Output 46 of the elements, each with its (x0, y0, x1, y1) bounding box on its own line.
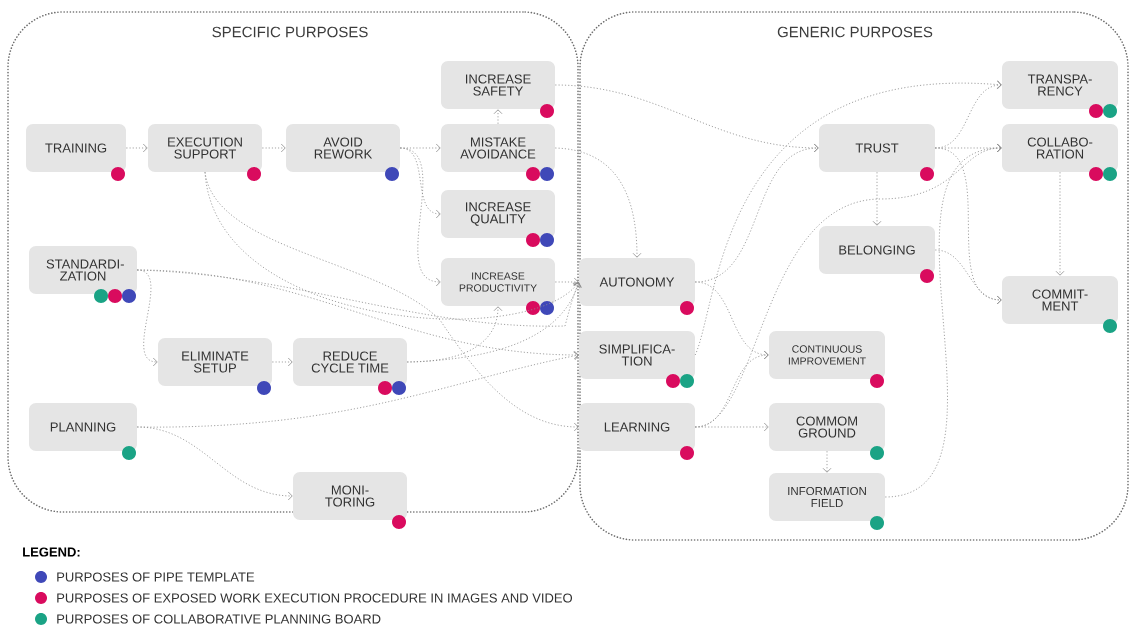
arrow (822, 450, 832, 473)
arrow (399, 147, 441, 219)
purpose-box: TRAINING (26, 124, 126, 172)
purpose-box: COMMIT- MENT (1002, 276, 1118, 324)
arrow (399, 147, 441, 287)
purpose-box: ELIMINATE SETUP (158, 338, 272, 386)
arrow (125, 143, 148, 153)
purpose-box: INCREASE QUALITY (441, 190, 555, 238)
purpose-box: INCREASE PRODUCTIVITY (441, 258, 555, 306)
purpose-box: COMMOM GROUND (769, 403, 885, 451)
legend-title: LEGEND: (23, 547, 80, 557)
arrow (554, 277, 579, 287)
purpose-box: AUTONOMY (579, 258, 695, 306)
purpose-box: PLANNING (29, 403, 137, 451)
arrow (493, 109, 503, 125)
purpose-box: INCREASE SAFETY (441, 61, 555, 109)
purpose-box: BELONGING (819, 226, 935, 274)
purpose-box: AVOID REWORK (286, 124, 400, 172)
arrow (934, 249, 1002, 305)
arrow (694, 80, 1002, 356)
purpose-box: EXECUTION SUPPORT (148, 124, 262, 172)
purpose-box: STANDARDI- ZATION (29, 246, 137, 294)
purpose-box: TRANSPA- RENCY (1002, 61, 1118, 109)
arrow (399, 143, 441, 153)
purpose-box: SIMPLIFICA- TION (579, 331, 695, 379)
purpose-box: MISTAKE AVOIDANCE (441, 124, 555, 172)
arrow (554, 147, 642, 258)
purpose-box: MONI- TORING (293, 472, 407, 520)
arrow (261, 143, 286, 153)
purpose-box: CONTINUOUS IMPROVEMENT (769, 331, 885, 379)
arrow (872, 171, 882, 226)
arrow (136, 269, 582, 327)
purpose-box: TRUST (819, 124, 935, 172)
purpose-box: REDUCE CYCLE TIME (293, 338, 407, 386)
arrow (204, 171, 580, 320)
arrow (271, 357, 293, 367)
legend-text: PURPOSES OF COLLABORATIVE PLANNING BOARD (57, 614, 381, 624)
purpose-box: LEARNING (579, 403, 695, 451)
purpose-box: COLLABO- RATION (1002, 124, 1118, 172)
arrow (136, 351, 579, 428)
arrow (136, 269, 158, 367)
purpose-box: INFORMATION FIELD (769, 473, 885, 521)
legend-text: PURPOSES OF PIPE TEMPLATE (57, 572, 255, 582)
arrow (1055, 171, 1065, 276)
legend-text: PURPOSES OF EXPOSED WORK EXECUTION PROCEDURE IN IMAGES AND VIDEO (57, 593, 573, 603)
arrow (406, 282, 582, 363)
